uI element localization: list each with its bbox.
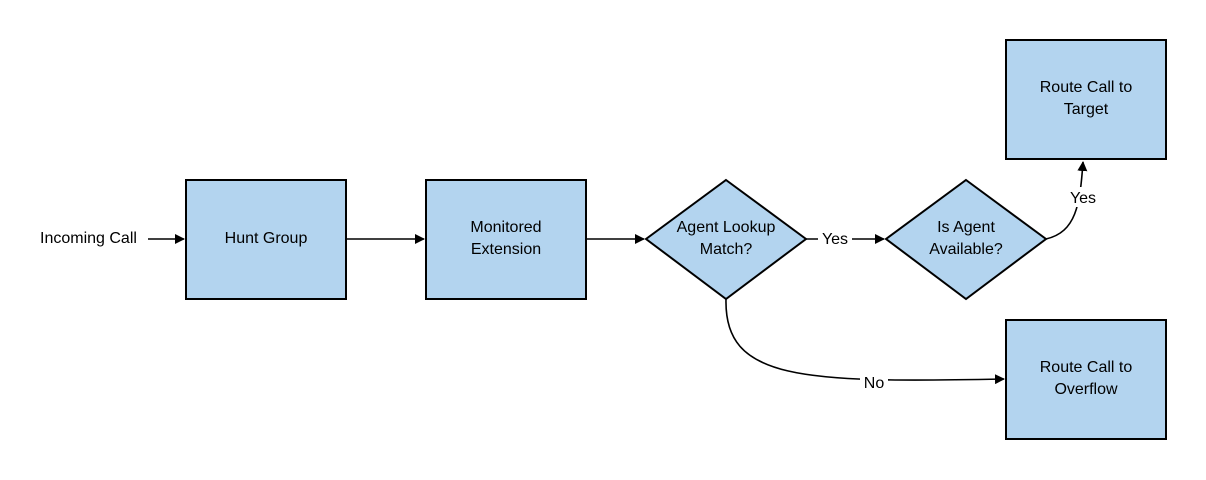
node-route-target-box	[1005, 39, 1167, 160]
node-hunt-group-box	[185, 179, 347, 300]
node-monitored-extension: Monitored Extension	[425, 179, 587, 300]
node-agent-lookup-label-line2: Match?	[700, 241, 753, 258]
node-route-overflow-box	[1005, 319, 1167, 440]
node-agent-lookup-label-line1: Agent Lookup	[677, 219, 776, 236]
node-hunt-group: Hunt Group	[185, 179, 347, 300]
node-route-overflow: Route Call to Overflow	[1005, 319, 1167, 440]
edge-agent-available-yes	[1045, 161, 1088, 240]
edge-label-lookup-yes: Yes	[822, 231, 848, 248]
node-agent-available-label-line2: Available?	[929, 241, 1003, 258]
edge-labels: Yes Yes No	[818, 187, 1101, 392]
node-route-target-label-line2: Target	[1064, 101, 1109, 118]
node-agent-lookup: Agent Lookup Match?	[644, 178, 808, 301]
edge-label-available-yes: Yes	[1070, 190, 1096, 207]
node-agent-available-label-line1: Is Agent	[937, 219, 995, 236]
node-route-overflow-label-line2: Overflow	[1054, 381, 1118, 398]
node-monitored-extension-box	[425, 179, 587, 300]
node-agent-lookup-diamond	[644, 178, 808, 301]
node-route-overflow-label-line1: Route Call to	[1040, 359, 1133, 376]
node-route-target: Route Call to Target	[1005, 39, 1167, 160]
node-monitored-extension-label-line2: Extension	[471, 241, 541, 258]
node-agent-available-diamond	[884, 178, 1048, 301]
node-hunt-group-label: Hunt Group	[225, 230, 308, 247]
edge-label-lookup-no: No	[864, 375, 885, 392]
node-monitored-extension-label-line1: Monitored	[470, 219, 541, 236]
start-label-incoming-call: Incoming Call	[40, 230, 137, 247]
edge-agent-lookup-no	[725, 298, 1005, 385]
node-agent-available: Is Agent Available?	[884, 178, 1048, 301]
node-route-target-label-line1: Route Call to	[1040, 79, 1133, 96]
